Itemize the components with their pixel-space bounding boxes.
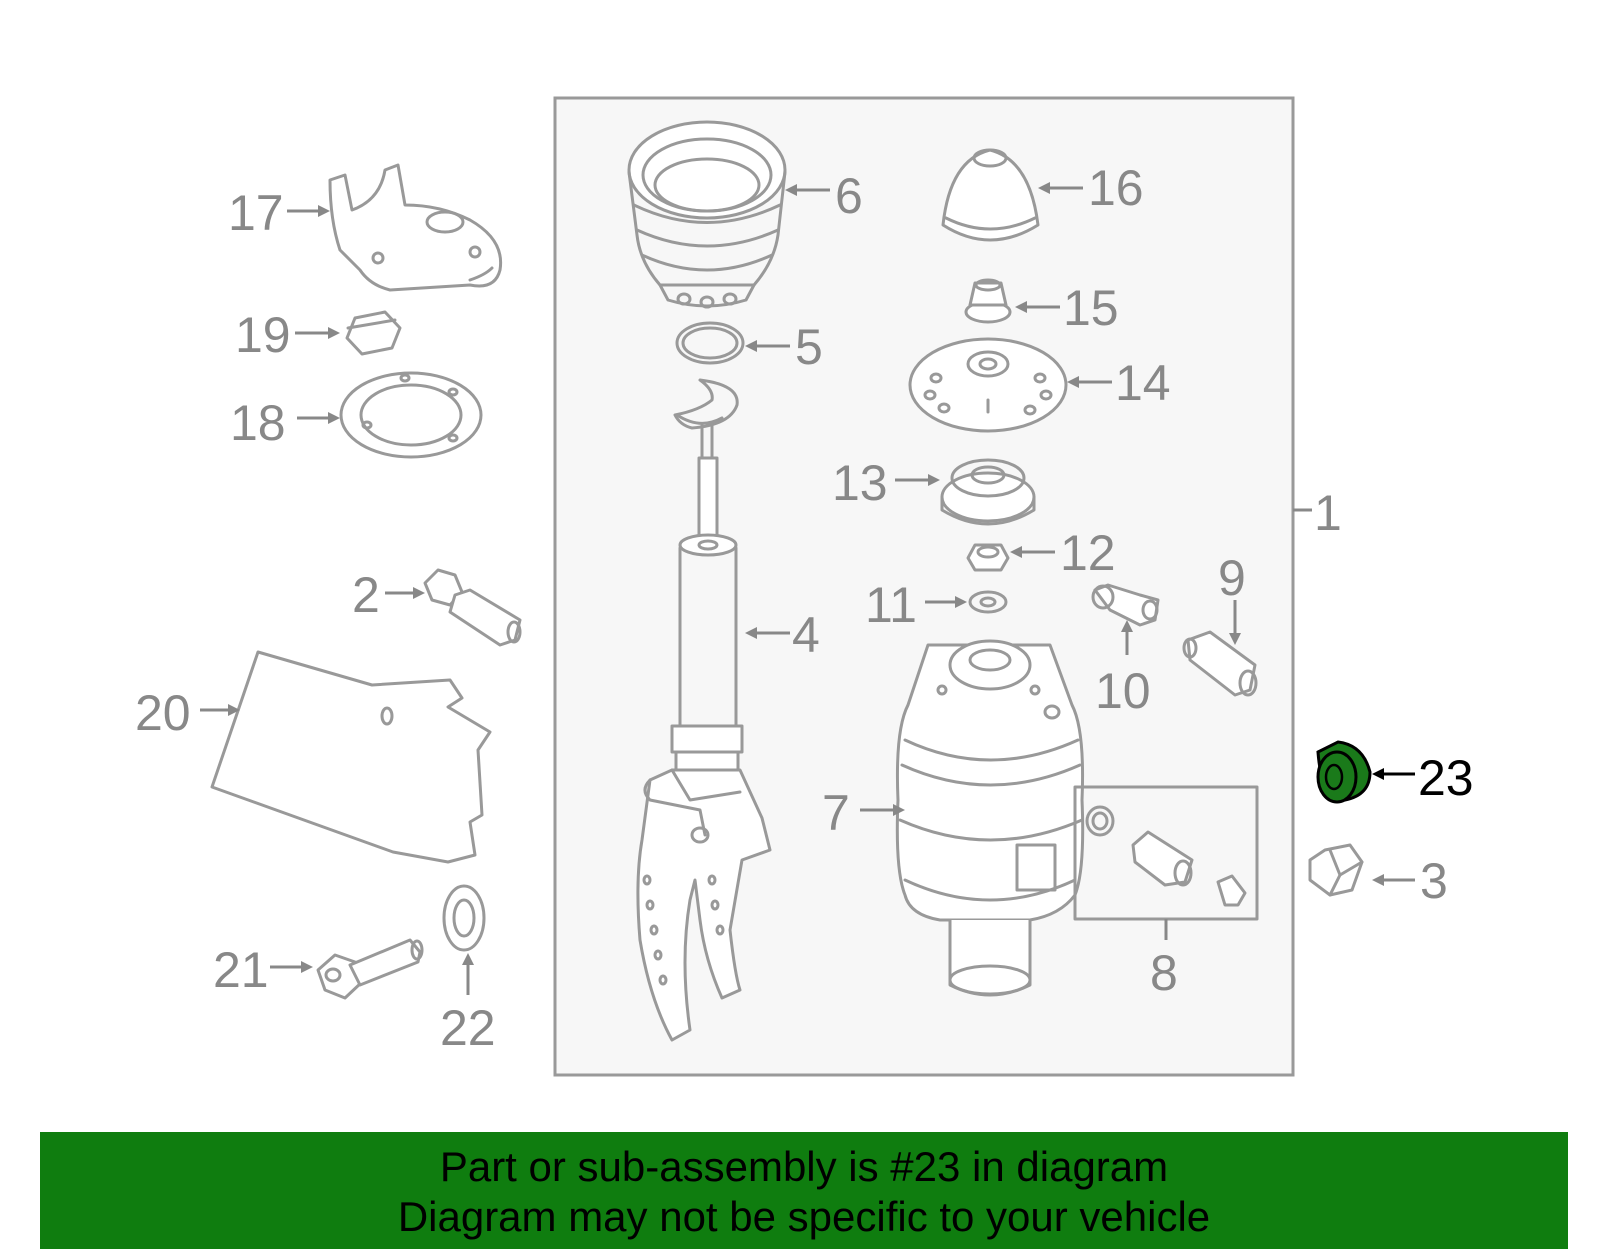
callout-13: 13 <box>832 455 888 511</box>
callout-8: 8 <box>1150 945 1178 1001</box>
callout-15: 15 <box>1063 280 1119 336</box>
part-11-washer[interactable] <box>968 590 1008 614</box>
part-17-bracket[interactable] <box>328 163 503 292</box>
info-banner: Part or sub-assembly is #23 in diagram D… <box>40 1132 1568 1249</box>
part-18-gasket[interactable] <box>339 371 483 459</box>
part-8-valve-kit[interactable] <box>1073 785 1259 921</box>
part-5-o-ring[interactable] <box>675 321 745 365</box>
callout-20: 20 <box>135 685 191 741</box>
part-22-washer[interactable] <box>442 884 486 952</box>
banner-line-2: Diagram may not be specific to your vehi… <box>397 1193 1211 1240</box>
callout-12: 12 <box>1060 525 1116 581</box>
callout-18: 18 <box>230 395 286 451</box>
part-21-bolt[interactable] <box>316 938 424 1000</box>
part-9-valve[interactable] <box>1182 630 1258 697</box>
part-20-shield[interactable] <box>210 650 492 864</box>
callout-1: 1 <box>1314 485 1342 541</box>
part-15-nut[interactable] <box>964 278 1012 324</box>
callout-14: 14 <box>1115 355 1171 411</box>
callout-22: 22 <box>440 1000 496 1056</box>
callout-19: 19 <box>235 307 291 363</box>
callout-11: 11 <box>865 577 917 633</box>
part-2-bolt[interactable] <box>423 568 522 647</box>
callout-6: 6 <box>835 168 863 224</box>
part-16-cap[interactable] <box>941 148 1040 242</box>
banner-line-1: Part or sub-assembly is #23 in diagram <box>439 1143 1169 1190</box>
callout-5: 5 <box>795 319 823 375</box>
callout-4: 4 <box>792 607 820 663</box>
callout-16: 16 <box>1088 160 1144 216</box>
part-12-nut[interactable] <box>966 543 1010 572</box>
callout-7: 7 <box>822 785 850 841</box>
callout-21: 21 <box>213 942 269 998</box>
part-19-nut[interactable] <box>345 310 402 356</box>
callout-10: 10 <box>1095 663 1151 719</box>
callout-17: 17 <box>228 185 284 241</box>
part-13-bearing[interactable] <box>940 458 1036 526</box>
part-4-shock-absorber[interactable] <box>636 378 772 1042</box>
callout-9: 9 <box>1218 550 1246 606</box>
callout-3: 3 <box>1420 853 1448 909</box>
part-10-elbow-fitting[interactable] <box>1091 583 1160 627</box>
part-14-mount-plate[interactable] <box>908 337 1068 433</box>
part-3-flange-nut[interactable] <box>1308 843 1364 897</box>
part-7-air-spring[interactable] <box>895 639 1085 997</box>
part-23-bushing-highlighted[interactable] <box>1316 740 1372 804</box>
part-6-bellows[interactable] <box>627 120 787 309</box>
callout-23-highlighted: 23 <box>1418 750 1474 806</box>
callout-2: 2 <box>352 567 380 623</box>
